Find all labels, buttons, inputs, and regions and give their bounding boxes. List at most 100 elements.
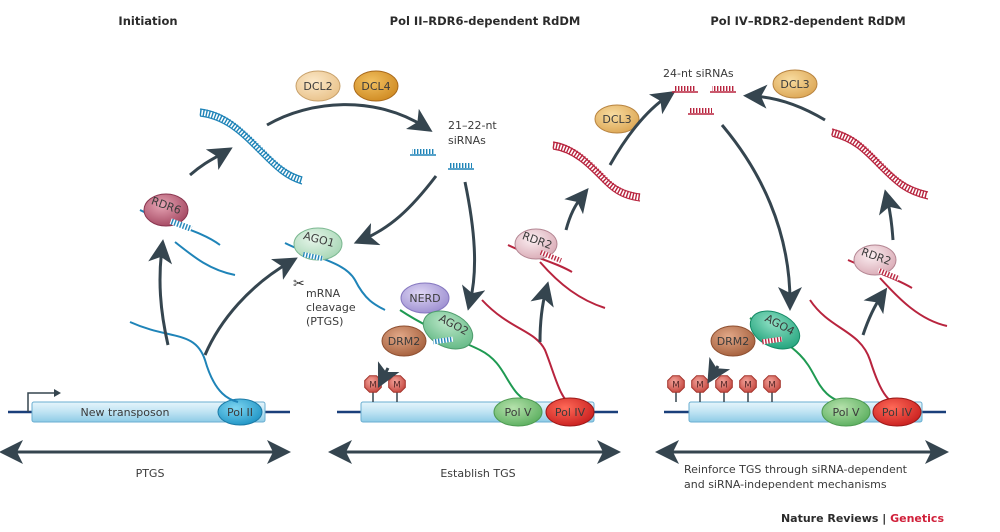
sirna-24nt-label: 24-nt siRNAs xyxy=(663,67,734,80)
methyl-octagon-icon xyxy=(667,375,685,393)
arrow-to-ago1-from-sirna xyxy=(353,175,438,246)
rdr6-enzyme xyxy=(143,193,189,227)
sirna-24nt-duplex-2 xyxy=(712,86,734,91)
dsrna-red-p3-edge2 xyxy=(831,135,929,200)
reinforce-tgs-label-line2: and siRNA-independent mechanisms xyxy=(684,478,887,491)
pol4-label-p3: Pol IV xyxy=(882,406,913,419)
dsrna-red-p2 xyxy=(552,141,641,201)
pol4-transcript xyxy=(481,299,573,406)
credit-separator: | xyxy=(878,512,890,525)
rdr2-template-rna-tail-p3 xyxy=(879,277,948,327)
dsrna-blue-edge2 xyxy=(199,115,303,185)
arrow-to-rdr2-p2 xyxy=(530,281,554,343)
arrow-dicing-24nt-p3 xyxy=(743,84,826,122)
dcl4-enzyme xyxy=(353,70,399,102)
pol5-enzyme xyxy=(493,397,543,427)
panel-title-initiation: Initiation xyxy=(118,14,177,28)
arrow-to-ago1 xyxy=(203,257,298,356)
arrow-to-red-dsrna-p2 xyxy=(564,187,589,231)
pol2-label: Pol II xyxy=(227,406,253,419)
reinforce-tgs-label-line1: Reinforce TGS through siRNA-dependent xyxy=(684,463,908,476)
arrow-drm2-methylation-p3 xyxy=(707,356,731,384)
rdr2-enzyme-p2 xyxy=(514,228,558,260)
cleavage-label-line3: (PTGS) xyxy=(306,315,343,328)
methyl-label: M xyxy=(369,381,377,391)
arrow-to-ago2 xyxy=(461,181,486,311)
dsrna-blue xyxy=(199,108,304,184)
ago1-sirna xyxy=(302,251,324,262)
cleavage-label-line2: cleavage xyxy=(306,301,356,314)
ago2-sirna xyxy=(432,336,454,345)
tss-arrowhead-icon xyxy=(54,389,61,397)
pol5-enzyme-p3 xyxy=(821,397,871,427)
methyl-label: M xyxy=(672,381,680,391)
drm2-label: DRM2 xyxy=(388,335,421,348)
sirna-22nt-duplex xyxy=(450,163,472,168)
rdr2-template-rna-tail-p2 xyxy=(539,261,606,309)
rdr6-dsrna xyxy=(169,218,193,232)
rdr6-template-rna-tail xyxy=(174,241,236,276)
nerd-protein xyxy=(400,282,450,314)
dsrna-blue-edge xyxy=(199,108,303,178)
methyl-mark: M xyxy=(691,375,709,402)
dcl4-label: DCL4 xyxy=(361,80,390,93)
arrow-to-rdr2-p3 xyxy=(861,287,888,336)
arrow-drm2-methylation xyxy=(377,361,400,389)
transposon-label: New transposon xyxy=(81,406,170,419)
methyl-mark: M xyxy=(715,375,733,402)
credit-journal: Nature Reviews xyxy=(781,512,879,525)
methyl-label: M xyxy=(696,381,704,391)
methyl-mark: M xyxy=(763,375,781,402)
ago4-sirna xyxy=(761,336,783,345)
dcl3-label-p3: DCL3 xyxy=(780,78,809,91)
dsrna-red-p3 xyxy=(831,128,929,199)
scissors-icon: ✂ xyxy=(293,275,305,291)
credit-section: Genetics xyxy=(890,512,944,525)
rdr2-enzyme-p3 xyxy=(853,244,897,276)
dcl2-enzyme xyxy=(295,70,341,102)
dsrna-red-p3-edge xyxy=(831,128,929,193)
sirna-24nt-duplex-1 xyxy=(674,86,696,91)
arrow-dicing-24nt-p2 xyxy=(608,91,676,166)
drm2-label-p3: DRM2 xyxy=(717,335,750,348)
drm2-enzyme-p3 xyxy=(710,325,756,357)
arrow-to-rdr6 xyxy=(148,239,173,346)
methyl-label: M xyxy=(720,381,728,391)
ptgs-label: PTGS xyxy=(136,467,165,480)
pol4-label: Pol IV xyxy=(555,406,586,419)
sirna-24nt-duplex-3 xyxy=(690,108,712,113)
establish-tgs-label: Establish TGS xyxy=(440,467,515,480)
arrow-to-dsrna xyxy=(189,147,233,177)
dcl2-label: DCL2 xyxy=(303,80,332,93)
rdr2-dsrna-p2 xyxy=(539,250,562,263)
arrow-to-red-dsrna-p3 xyxy=(878,189,903,241)
panel-initiation: New transposon Pol II RDR6 PTGS xyxy=(0,108,304,480)
methyl-mark: M xyxy=(739,375,757,402)
dcl3-enzyme-p3 xyxy=(772,69,818,99)
drm2-enzyme xyxy=(381,325,427,357)
pol5-label: Pol V xyxy=(504,406,532,419)
methyl-label: M xyxy=(393,381,401,391)
methyl-label: M xyxy=(768,381,776,391)
panel-title-pol2-rdr6: Pol II–RDR6-dependent RdDM xyxy=(390,14,581,28)
cleavage-label-line1: mRNA xyxy=(306,287,341,300)
arrow-dicing-21nt xyxy=(266,103,433,132)
arrow-to-ago4 xyxy=(720,124,802,311)
rdr2-dsrna-p3 xyxy=(877,268,900,281)
transposon-box xyxy=(31,401,266,423)
pol5-label-p3: Pol V xyxy=(832,406,860,419)
dsrna-red-p2-edge2 xyxy=(552,148,641,202)
methyl-octagon-icon xyxy=(739,375,757,393)
nerd-label: NERD xyxy=(409,292,440,305)
sirna-21nt-duplex xyxy=(412,149,434,154)
methyl-label: M xyxy=(744,381,752,391)
methyl-mark: M xyxy=(388,375,406,402)
rdr2-template-rna-p2 xyxy=(507,244,573,273)
methyl-octagon-icon xyxy=(763,375,781,393)
tss-arrow-icon xyxy=(27,392,56,412)
panel-title-pol4-rdr2: Pol IV–RDR2-dependent RdDM xyxy=(710,14,905,28)
dsrna-red-p2-edge xyxy=(552,141,641,195)
ago4-enzyme xyxy=(749,310,801,350)
